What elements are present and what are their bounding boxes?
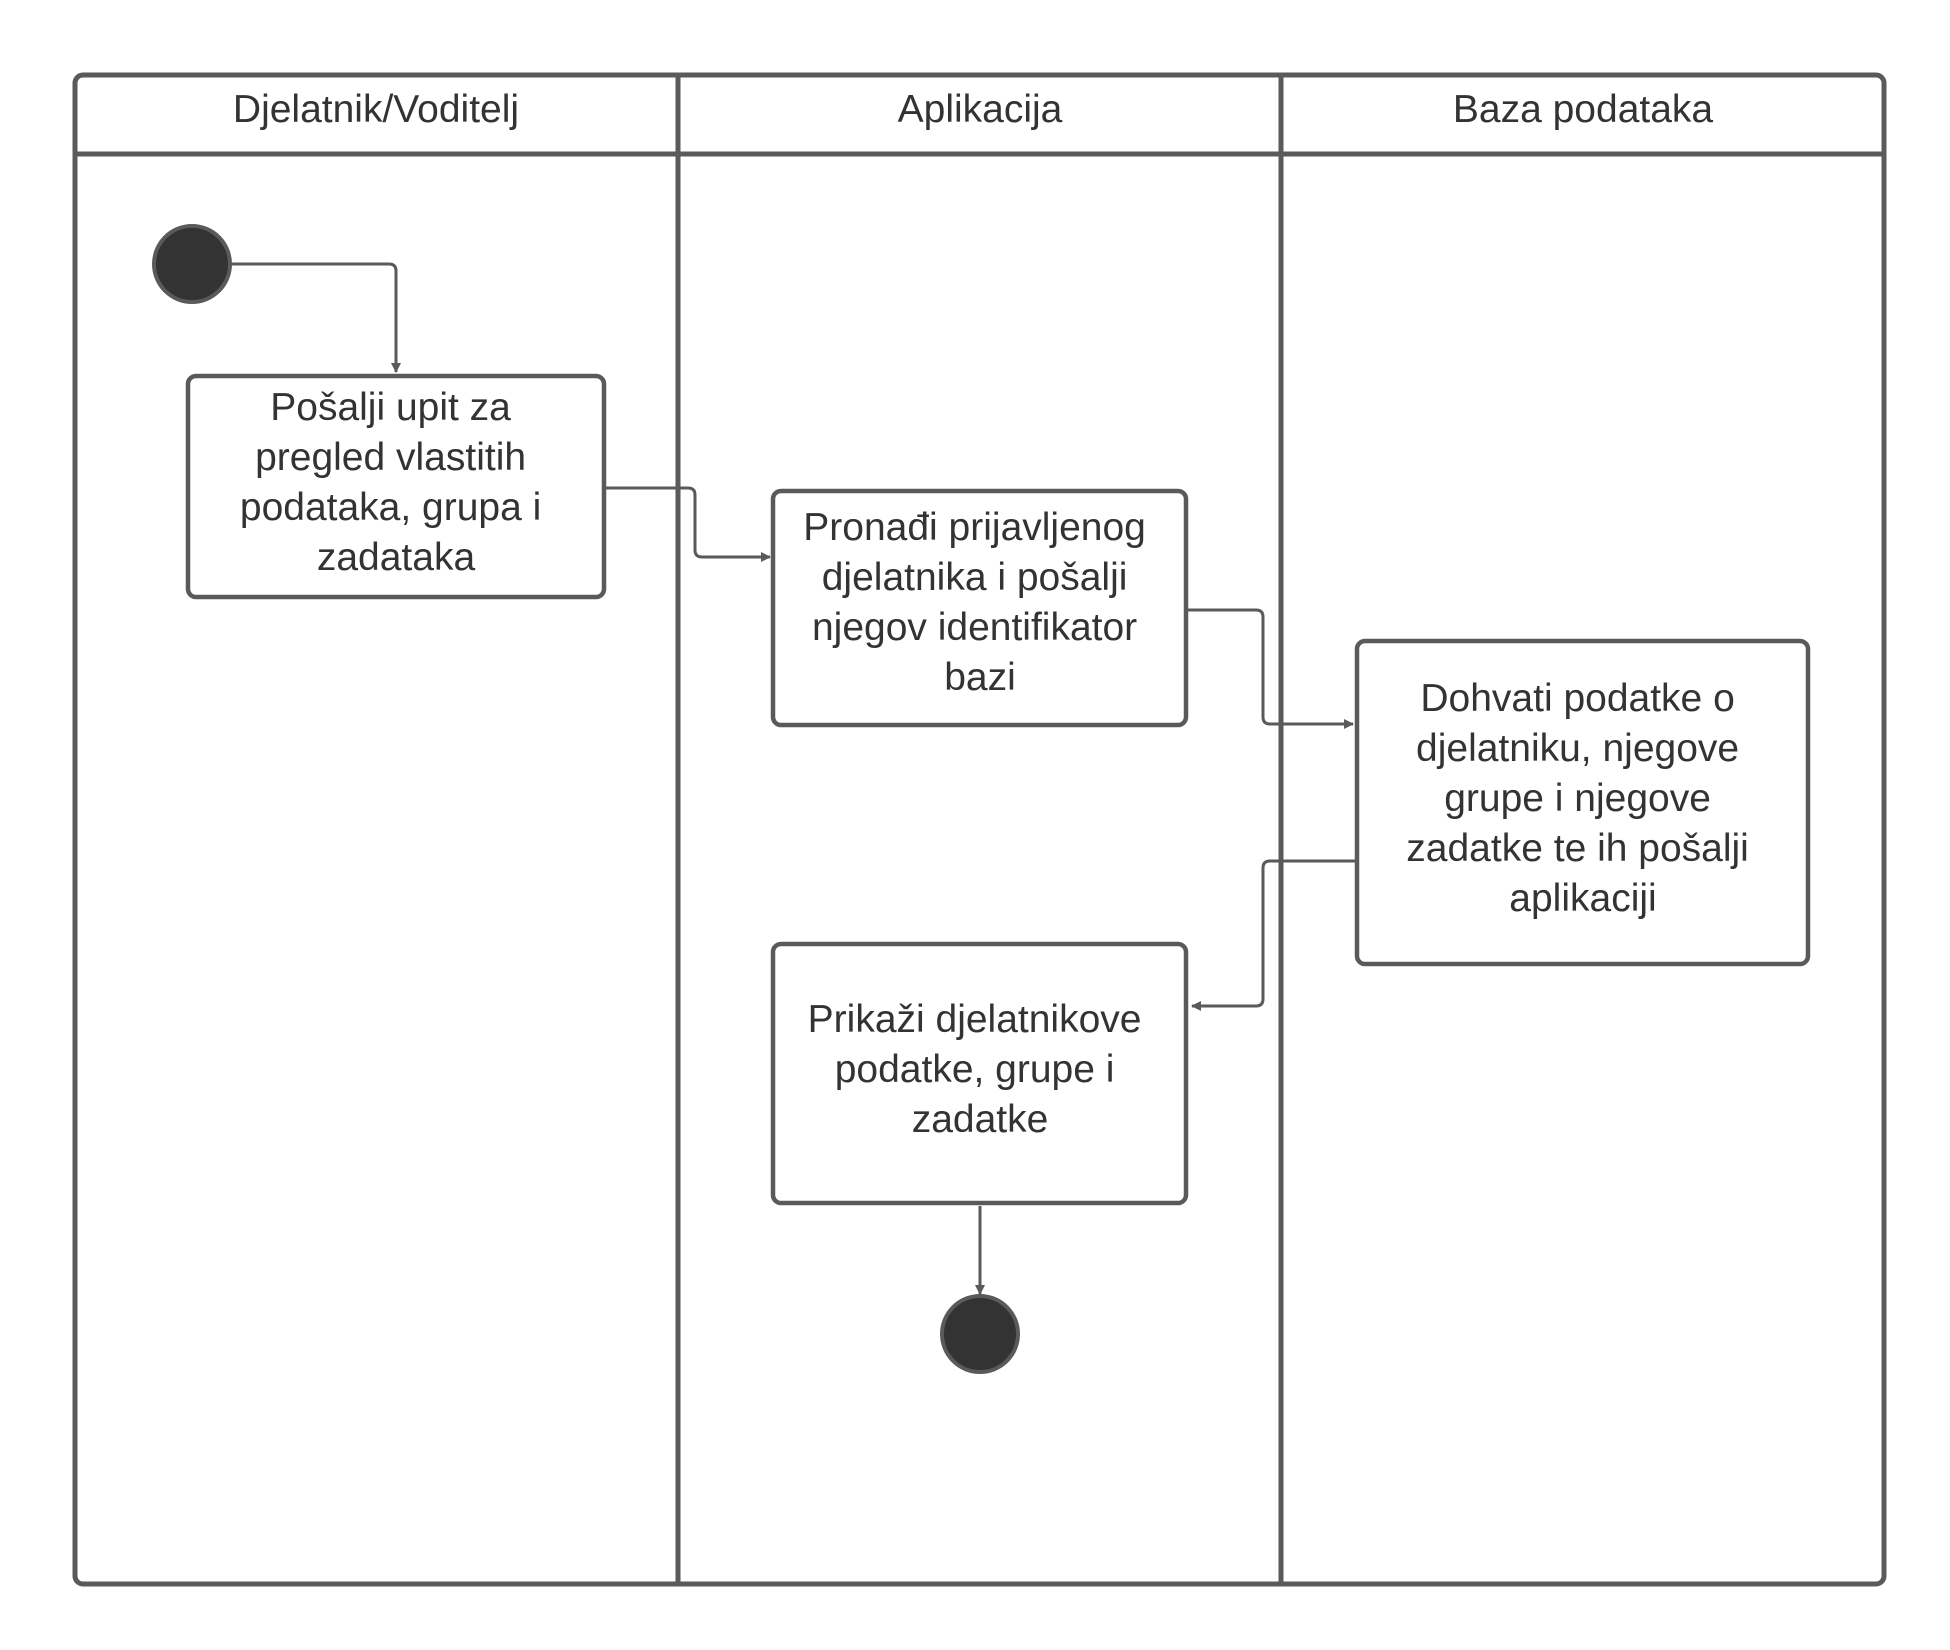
action-fetch-data: Dohvati podatke o djelatniku, njegove gr…	[1354, 638, 1811, 967]
lane-title-djelatnik: Djelatnik/Voditelj	[233, 88, 519, 131]
action-label-line: Pronađi prijavljenog	[803, 506, 1146, 549]
action-label-line: zadatke	[912, 1098, 1049, 1141]
action-label-line: njegov identifikator	[812, 606, 1137, 649]
action-box	[1354, 638, 1811, 967]
action-label-line: pregled vlastitih	[255, 436, 526, 479]
edge-start-to-send-query	[230, 262, 401, 373]
action-label-line: grupe i njegove	[1444, 777, 1711, 820]
initial-node	[152, 224, 232, 304]
action-label-line: podatke, grupe i	[835, 1048, 1115, 1091]
action-label-line: podataka, grupa i	[240, 486, 541, 529]
action-label-line: zadatke te ih pošalji	[1406, 827, 1749, 870]
edge-fetch-data-to-show-data	[1191, 859, 1356, 1011]
action-show-data: Prikaži djelatnikove podatke, grupe i za…	[770, 941, 1189, 1206]
final-node	[940, 1294, 1020, 1374]
lane-title-aplikacija: Aplikacija	[898, 88, 1063, 131]
edge-find-employee-to-fetch-data	[1186, 608, 1354, 729]
action-label-line: Pošalji upit za	[270, 386, 511, 429]
action-label-line: aplikaciji	[1509, 877, 1656, 920]
pool-border	[72, 72, 1887, 1587]
edges	[230, 262, 1356, 1295]
action-label: Dohvati podatke o djelatniku, njegove gr…	[1406, 677, 1759, 920]
lane-title-baza: Baza podataka	[1453, 88, 1714, 131]
action-label-line: Prikaži djelatnikove	[808, 998, 1142, 1041]
action-box	[185, 373, 607, 600]
edge-send-query-to-find-employee	[604, 486, 771, 562]
action-label-line: Dohvati podatke o	[1420, 677, 1734, 720]
action-label: Pronađi prijavljenog djelatnika i pošalj…	[803, 506, 1156, 699]
action-label: Prikaži djelatnikove podatke, grupe i za…	[808, 998, 1153, 1141]
lane-headers: Djelatnik/Voditelj Aplikacija Baza podat…	[233, 88, 1713, 131]
action-label-line: bazi	[944, 656, 1016, 699]
action-box	[770, 941, 1189, 1206]
action-label-line: zadataka	[317, 536, 476, 579]
action-box	[770, 488, 1189, 728]
action-send-query: Pošalji upit za pregled vlastitih podata…	[185, 373, 607, 600]
action-label-line: djelatnika i pošalji	[822, 556, 1128, 599]
swimlane-frame	[72, 72, 1887, 1587]
action-find-employee: Pronađi prijavljenog djelatnika i pošalj…	[770, 488, 1189, 728]
action-label-line: djelatniku, njegove	[1416, 727, 1739, 770]
action-label: Pošalji upit za pregled vlastitih podata…	[240, 386, 552, 579]
